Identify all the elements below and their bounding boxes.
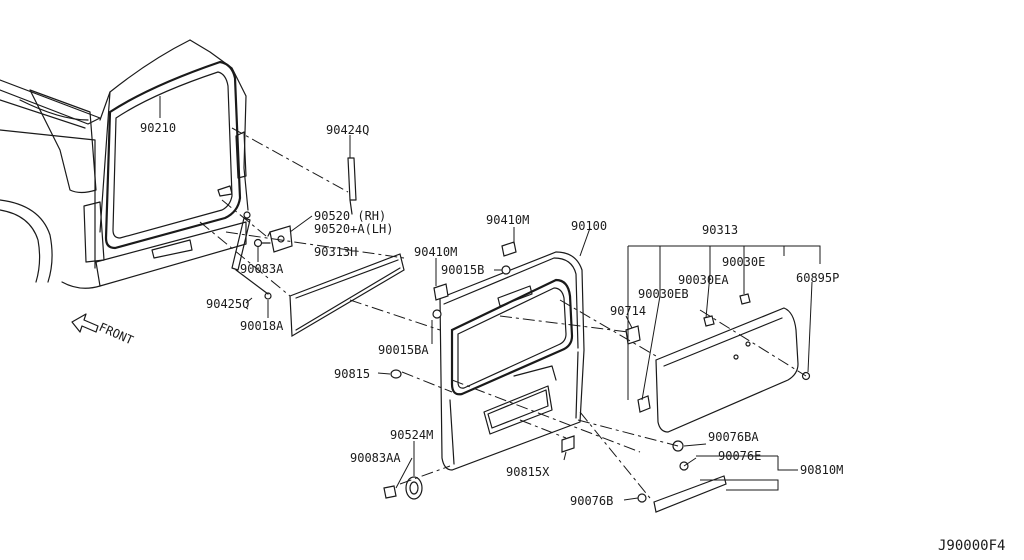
- label-90425Q[interactable]: 90425Q: [206, 297, 249, 311]
- label-90083AA[interactable]: 90083AA: [350, 451, 401, 465]
- cap-90815X: [561, 435, 575, 453]
- label-90076B[interactable]: 90076B: [570, 494, 613, 508]
- label-90714[interactable]: 90714: [610, 304, 646, 318]
- label-90030EA[interactable]: 90030EA: [678, 273, 729, 287]
- label-90018A[interactable]: 90018A: [240, 319, 284, 333]
- back-door-90100: [439, 251, 585, 471]
- label-90815[interactable]: 90815: [334, 367, 370, 381]
- label-90015BA[interactable]: 90015BA: [378, 343, 429, 357]
- label-90210[interactable]: 90210: [140, 121, 176, 135]
- strut-90424Q: [347, 157, 357, 215]
- bumper-90015BA: [432, 309, 442, 319]
- clip-90410M-b: [501, 241, 517, 257]
- label-90524M[interactable]: 90524M: [390, 428, 433, 442]
- part-labels: 90210 90424Q 90520 (RH) 90520+A(LH) 9031…: [97, 121, 1006, 554]
- label-90410M-a[interactable]: 90410M: [414, 245, 457, 259]
- clip-90410M-a: [433, 283, 449, 301]
- label-90076BA[interactable]: 90076BA: [708, 430, 759, 444]
- front-arrow-icon: [71, 313, 99, 333]
- leader-lines: [159, 96, 821, 501]
- assembly-lines: [199, 127, 807, 499]
- label-90030EB[interactable]: 90030EB: [638, 287, 689, 301]
- label-90076E[interactable]: 90076E: [718, 449, 761, 463]
- garnish-90810M: [637, 440, 727, 513]
- bolt-90083A: [253, 238, 271, 248]
- bolt-90083AA: [383, 485, 397, 499]
- clips-90030E: [637, 293, 811, 413]
- handle-90524M: [405, 476, 423, 500]
- vehicle-body: [0, 39, 249, 289]
- label-90410M-b[interactable]: 90410M: [486, 213, 529, 227]
- label-90083A[interactable]: 90083A: [240, 262, 284, 276]
- label-90520-rh[interactable]: 90520 (RH): [314, 209, 386, 223]
- label-90030E[interactable]: 90030E: [722, 255, 765, 269]
- label-90313H[interactable]: 90313H: [314, 245, 357, 259]
- strut-90425Q: [231, 211, 272, 300]
- stopper-90815: [390, 369, 402, 379]
- label-90313[interactable]: 90313: [702, 223, 738, 237]
- label-90815X[interactable]: 90815X: [506, 465, 550, 479]
- label-90810M[interactable]: 90810M: [800, 463, 843, 477]
- label-60895P[interactable]: 60895P: [796, 271, 839, 285]
- label-90520-lh[interactable]: 90520+A(LH): [314, 222, 393, 236]
- label-90424Q[interactable]: 90424Q: [326, 123, 369, 137]
- bracket-90520: [267, 225, 293, 253]
- label-90100[interactable]: 90100: [571, 219, 607, 233]
- label-90015B[interactable]: 90015B: [441, 263, 484, 277]
- bumper-90015B: [501, 265, 511, 275]
- front-label: FRONT: [97, 320, 136, 347]
- diagram-code: J90000F4: [938, 538, 1005, 554]
- trim-panel-90313H: [289, 253, 405, 338]
- finisher-90313: [655, 307, 799, 433]
